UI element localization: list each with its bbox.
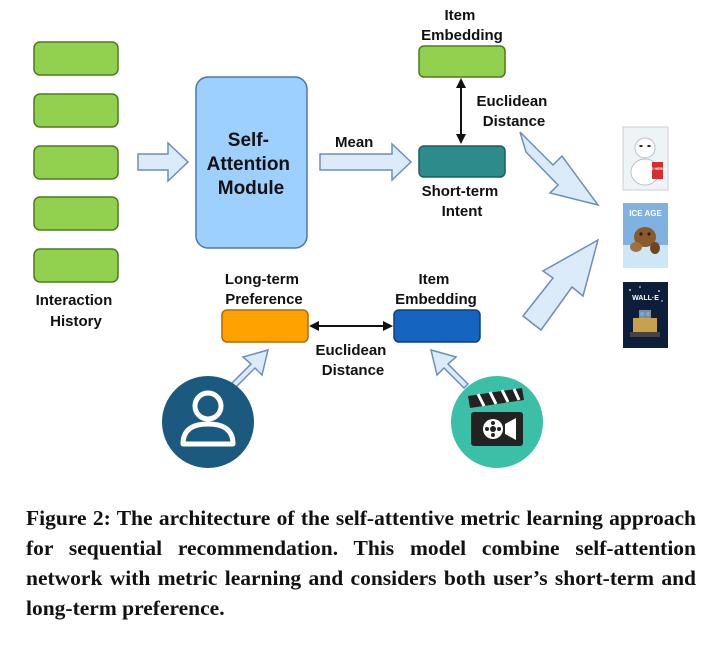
- interaction-history-label-1: Interaction: [36, 292, 113, 309]
- mean-label: Mean: [335, 134, 373, 151]
- self-attention-module: [195, 76, 308, 249]
- interaction-history-label-2: History: [50, 313, 102, 330]
- poster-3-text: WALL·E: [632, 295, 659, 302]
- history-item-1: [33, 41, 119, 76]
- history-item-5: [33, 248, 119, 283]
- item-embedding-top-label-1: Item: [444, 7, 475, 24]
- arrow-user-to-preference: [229, 348, 270, 390]
- svg-text:Item Embedding: Item Embedding: [421, 7, 503, 44]
- arrow-mean: [319, 142, 413, 182]
- self-attention-label-3: Module: [218, 178, 285, 199]
- arrow-history-to-attention: [137, 141, 190, 183]
- euclidean-top-label-2: Distance: [483, 113, 546, 130]
- short-term-label-1: Short-term: [422, 183, 499, 200]
- item-embedding-bottom-label-1: Item: [418, 271, 449, 288]
- architecture-diagram: Interaction History Self- Attention Modu…: [33, 7, 669, 468]
- long-term-preference-box: [221, 309, 309, 343]
- self-attention-label-1: Self-: [228, 130, 269, 151]
- history-item-2: [33, 93, 119, 128]
- movie-poster-2: ICE AGE: [623, 203, 668, 268]
- svg-text:Short-term Intent: Short-term Intent: [422, 183, 503, 220]
- item-embedding-top-label-2: Embedding: [421, 27, 503, 44]
- svg-text:Long-term Preference: Long-term Preference: [225, 271, 303, 308]
- history-item-4: [33, 196, 119, 231]
- long-term-label-2: Preference: [225, 291, 303, 308]
- self-attention-label-2: Attention: [207, 154, 290, 175]
- short-term-intent-box: [418, 145, 506, 178]
- svg-text:Euclidean Distance: Euclidean Distance: [476, 93, 551, 130]
- euclidean-top-label-1: Euclidean: [476, 93, 547, 110]
- arrow-movie-to-embedding: [429, 348, 470, 390]
- svg-text:Interaction History: Interaction History: [36, 292, 117, 330]
- poster-2-text: ICE AGE: [629, 209, 662, 218]
- euclidean-bottom-label-1: Euclidean: [315, 342, 386, 359]
- long-term-label-1: Long-term: [225, 271, 299, 288]
- poster-1-text: BIG HERO 6: [647, 167, 668, 171]
- item-embedding-bottom-label-2: Embedding: [395, 291, 477, 308]
- euclidean-bottom-label-2: Distance: [322, 362, 385, 379]
- svg-text:Euclidean Distance: Euclidean Distance: [315, 342, 390, 379]
- film-clapper-icon: [451, 376, 543, 468]
- movie-poster-3: WALL·E: [623, 282, 668, 348]
- item-embedding-bottom-box: [393, 309, 481, 343]
- figure-caption: Figure 2: The architecture of the self-a…: [26, 506, 696, 620]
- user-icon: [162, 376, 254, 468]
- short-term-label-2: Intent: [442, 203, 483, 220]
- interaction-history-items: [33, 41, 119, 283]
- arrow-item-to-posters: [521, 238, 600, 332]
- history-item-3: [33, 145, 119, 180]
- svg-text:Self- Attention Module: Self- Attention Module: [207, 130, 296, 199]
- item-embedding-top: [418, 45, 506, 78]
- arrow-short-term-to-posters: [519, 131, 600, 207]
- movie-poster-1: BIG HERO 6: [622, 126, 669, 191]
- svg-text:Item Embedding: Item Embedding: [395, 271, 477, 308]
